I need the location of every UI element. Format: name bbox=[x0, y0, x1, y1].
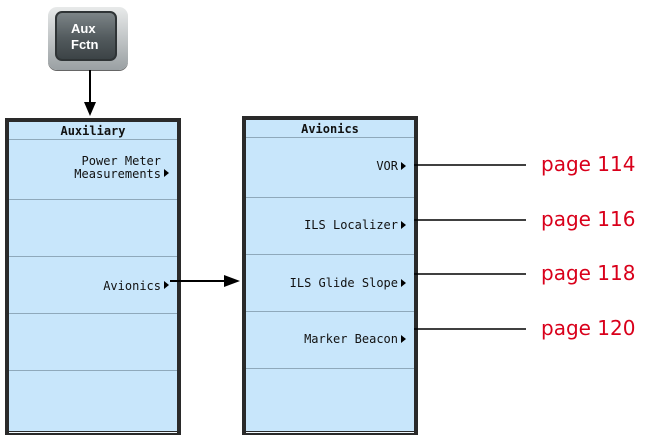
softkey-avionics[interactable]: Avionics bbox=[9, 256, 177, 314]
auxiliary-menu-panel: Auxiliary Power Meter Measurements Avion… bbox=[5, 118, 181, 435]
auxiliary-menu-body: Auxiliary Power Meter Measurements Avion… bbox=[9, 122, 177, 433]
softkey-label: ILS Glide Slope bbox=[289, 276, 398, 290]
submenu-arrow-icon bbox=[401, 162, 406, 170]
softkey-power-meter-measurements[interactable]: Power Meter Measurements bbox=[9, 139, 177, 200]
page-ref-ils-localizer[interactable]: page 116 bbox=[541, 207, 636, 231]
submenu-arrow-icon bbox=[164, 169, 169, 177]
right-arrow-icon bbox=[224, 275, 240, 287]
softkey-blank-5[interactable] bbox=[246, 368, 414, 433]
page-ref-marker-beacon[interactable]: page 120 bbox=[541, 316, 636, 340]
page-ref-vor[interactable]: page 114 bbox=[541, 152, 636, 176]
softkey-vor[interactable]: VOR bbox=[246, 137, 414, 198]
softkey-label: Avionics bbox=[103, 279, 161, 293]
page-ref-ils-glide-slope[interactable]: page 118 bbox=[541, 261, 636, 285]
submenu-arrow-icon bbox=[164, 281, 169, 289]
submenu-arrow-icon bbox=[401, 335, 406, 343]
softkey-ils-localizer[interactable]: ILS Localizer bbox=[246, 197, 414, 255]
submenu-arrow-icon bbox=[401, 279, 406, 287]
auxiliary-menu-title: Auxiliary bbox=[60, 124, 126, 138]
aux-fctn-hardkey[interactable]: Aux Fctn bbox=[48, 7, 128, 70]
softkey-label: VOR bbox=[376, 159, 398, 173]
softkey-label-line2: Measurements bbox=[74, 167, 161, 181]
softkey-marker-beacon[interactable]: Marker Beacon bbox=[246, 311, 414, 369]
softkey-blank-4[interactable] bbox=[9, 313, 177, 371]
softkey-blank-2[interactable] bbox=[9, 199, 177, 257]
avionics-menu-body: Avionics VOR ILS Localizer ILS Glide Slo… bbox=[246, 120, 414, 433]
down-arrow-icon bbox=[84, 102, 96, 116]
softkey-ils-glide-slope[interactable]: ILS Glide Slope bbox=[246, 254, 414, 312]
softkey-label-line1: Power Meter bbox=[81, 154, 161, 168]
avionics-menu-title: Avionics bbox=[301, 122, 359, 136]
submenu-arrow-icon bbox=[401, 221, 406, 229]
aux-fctn-key-face[interactable]: Aux Fctn bbox=[55, 11, 117, 61]
softkey-label: Marker Beacon bbox=[304, 332, 398, 346]
avionics-menu-panel: Avionics VOR ILS Localizer ILS Glide Slo… bbox=[242, 116, 418, 435]
hardkey-label-line1: Aux bbox=[71, 21, 96, 36]
softkey-label: ILS Localizer bbox=[304, 218, 398, 232]
hardkey-label-line2: Fctn bbox=[71, 37, 99, 52]
softkey-blank-5[interactable] bbox=[9, 370, 177, 433]
